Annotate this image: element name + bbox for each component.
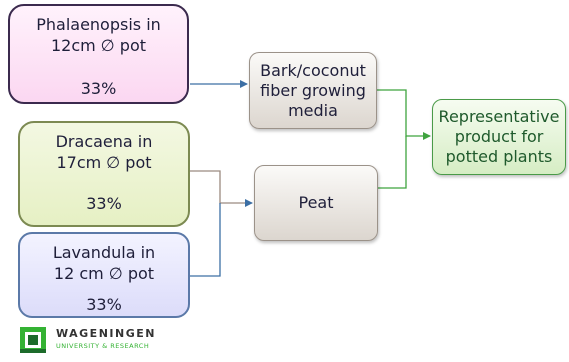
logo-name: WAGENINGEN — [56, 327, 156, 340]
arrow-bark-to-result — [377, 89, 431, 140]
result-label-line2: product for — [454, 127, 544, 146]
lavandula-label: Lavandula in — [52, 243, 156, 262]
logo-subtitle: UNIVERSITY & RESEARCH — [56, 342, 150, 350]
bark-label-line3: media — [288, 100, 338, 120]
phalaenopsis-label: Phalaenopsis in — [36, 15, 161, 34]
lavandula-box: Lavandula in 12 cm ∅ pot 33% — [18, 232, 190, 318]
lavandula-pot: 12 cm ∅ pot — [53, 264, 155, 283]
result-label-line1: Representative — [438, 107, 560, 126]
dracaena-pot: 17cm ∅ pot — [56, 153, 152, 172]
dracaena-share: 33% — [86, 194, 122, 213]
representative-product-box: Representative product for potted plants — [432, 99, 566, 175]
arrow-lavandula-to-peat — [190, 203, 221, 277]
arrow-peat-to-result — [378, 136, 407, 189]
peat-box: Peat — [254, 165, 378, 241]
phalaenopsis-pot: 12cm ∅ pot — [50, 36, 147, 55]
arrow-dracaena-to-peat — [190, 170, 253, 207]
wageningen-logo-icon — [20, 327, 46, 353]
bark-coconut-media-box: Bark/coconut fiber growing media — [249, 52, 377, 129]
result-label-line3: potted plants — [445, 147, 553, 166]
phalaenopsis-box: Phalaenopsis in 12cm ∅ pot 33% — [8, 4, 189, 104]
bark-label-line1: Bark/coconut — [260, 60, 366, 80]
phalaenopsis-share: 33% — [80, 79, 117, 98]
lavandula-share: 33% — [86, 295, 122, 314]
dracaena-label: Dracaena in — [55, 132, 153, 151]
bark-label-line2: fiber growing — [260, 80, 366, 100]
peat-label: Peat — [298, 193, 334, 212]
dracaena-box: Dracaena in 17cm ∅ pot 33% — [18, 121, 190, 227]
wageningen-logo: WAGENINGEN UNIVERSITY & RESEARCH — [20, 325, 180, 355]
